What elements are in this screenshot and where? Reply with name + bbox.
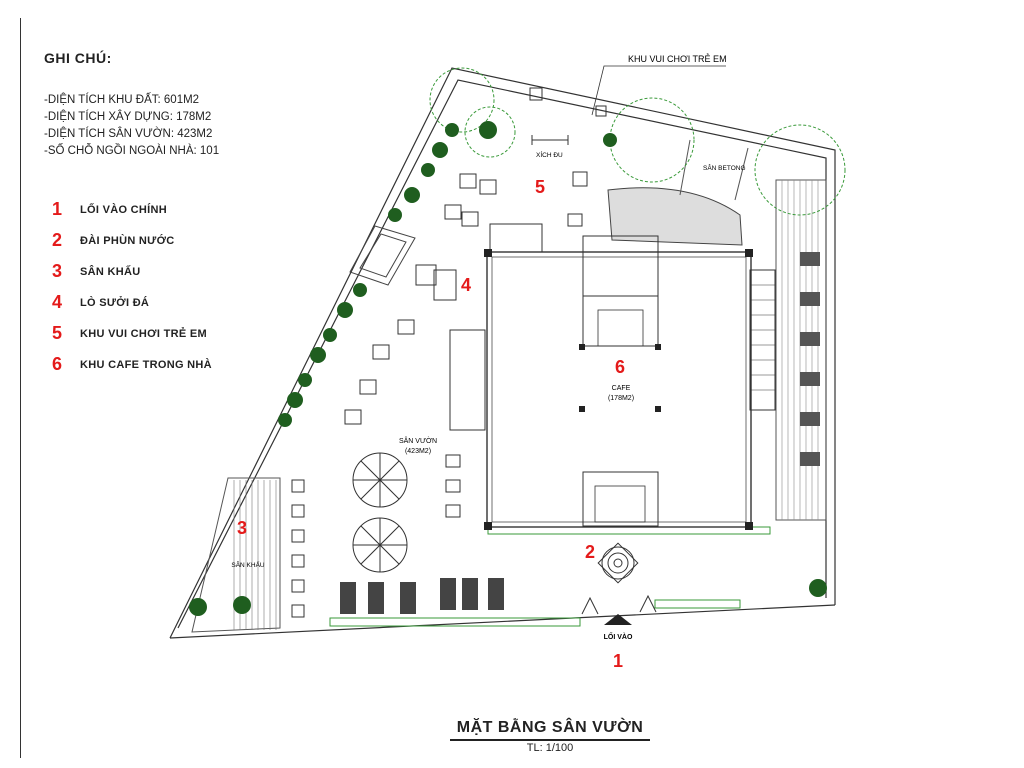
gravel-yard bbox=[607, 139, 749, 246]
marker-entrance: 1 bbox=[613, 651, 623, 671]
entrance-arrow bbox=[604, 614, 632, 625]
note-site-area: -DIỆN TÍCH KHU ĐẤT: 601M2 bbox=[44, 94, 200, 106]
legend-label: ĐÀI PHÙN NƯỚC bbox=[80, 234, 175, 247]
planter-box bbox=[349, 225, 416, 286]
legend-label: SÂN KHẤU bbox=[80, 265, 141, 278]
swing-label: XÍCH ĐU bbox=[536, 150, 563, 159]
legend-marker: 4 bbox=[51, 292, 62, 312]
legend-heading: GHI CHÚ: bbox=[44, 50, 112, 66]
legend-panel: GHI CHÚ: -DIỆN TÍCH KHU ĐẤT: 601M2 -DIỆN… bbox=[44, 50, 344, 380]
legend-notes: -DIỆN TÍCH KHU ĐẤT: 601M2 -DIỆN TÍCH XÂY… bbox=[44, 92, 344, 160]
note-garden-area: -DIỆN TÍCH SÂN VƯỜN: 423M2 bbox=[44, 128, 213, 140]
frame-border bbox=[20, 18, 21, 758]
legend-label: KHU CAFE TRONG NHÀ bbox=[80, 358, 212, 371]
building-columns bbox=[484, 249, 753, 530]
marker-indoor-cafe: 6 bbox=[615, 357, 625, 377]
legend-label: LÒ SƯỞI ĐÁ bbox=[80, 296, 150, 309]
drawing-scale: TL: 1/100 bbox=[526, 742, 574, 754]
cafe-building bbox=[449, 223, 776, 528]
legend-marker: 2 bbox=[51, 230, 62, 250]
legend-item-stage: 3 SÂN KHẤU bbox=[44, 256, 344, 287]
drawing-title: MẶT BẰNG SÂN VƯỜN bbox=[450, 719, 650, 741]
kids-area-callout: KHU VUI CHƠI TRẺ EM bbox=[628, 53, 727, 64]
marker-kids-area: 5 bbox=[535, 177, 545, 197]
legend-item-fireplace: 4 LÒ SƯỞI ĐÁ bbox=[44, 287, 344, 318]
kids-callout-leader bbox=[591, 65, 726, 116]
legend-item-entrance: 1 LỐI VÀO CHÍNH bbox=[44, 194, 344, 225]
outdoor-seating bbox=[340, 578, 504, 614]
note-outdoor-seats: -SỐ CHỖ NGỒI NGOÀI NHÀ: 101 bbox=[44, 145, 220, 157]
concrete-yard-label: SÂN BETONG bbox=[703, 163, 746, 172]
marker-fireplace: 4 bbox=[461, 275, 471, 295]
legend-item-kids-area: 5 KHU VUI CHƠI TRẺ EM bbox=[44, 318, 344, 349]
legend-item-indoor-cafe: 6 KHU CAFE TRONG NHÀ bbox=[44, 349, 344, 380]
garden-label: SÂN VƯỜN bbox=[399, 436, 437, 445]
right-deck bbox=[775, 179, 827, 521]
fountain bbox=[597, 542, 639, 584]
entrance-gates bbox=[581, 594, 657, 615]
kids-equipment bbox=[529, 87, 607, 227]
hedge-row bbox=[189, 121, 827, 616]
legend-label: KHU VUI CHƠI TRẺ EM bbox=[80, 327, 207, 340]
garden-area-label: (423M2) bbox=[405, 448, 431, 455]
note-building-area: -DIỆN TÍCH XÂY DỰNG: 178M2 bbox=[44, 111, 212, 123]
legend-label: LỐI VÀO CHÍNH bbox=[80, 203, 168, 216]
cafe-area-label: (178M2) bbox=[608, 395, 634, 402]
legend-marker: 3 bbox=[51, 261, 62, 281]
legend-marker: 5 bbox=[51, 323, 62, 343]
marker-stage: 3 bbox=[237, 518, 247, 538]
umbrella-tables bbox=[352, 452, 408, 573]
marker-fountain: 2 bbox=[585, 542, 595, 562]
legend-marker: 1 bbox=[51, 199, 62, 219]
legend-marker: 6 bbox=[51, 354, 62, 374]
cafe-label: CAFE bbox=[612, 385, 631, 392]
legend-item-fountain: 2 ĐÀI PHÙN NƯỚC bbox=[44, 225, 344, 256]
stage-label: SÂN KHẤU bbox=[231, 559, 265, 569]
lounge-chairs bbox=[291, 173, 497, 618]
entrance-label: LỐI VÀO bbox=[604, 631, 633, 641]
